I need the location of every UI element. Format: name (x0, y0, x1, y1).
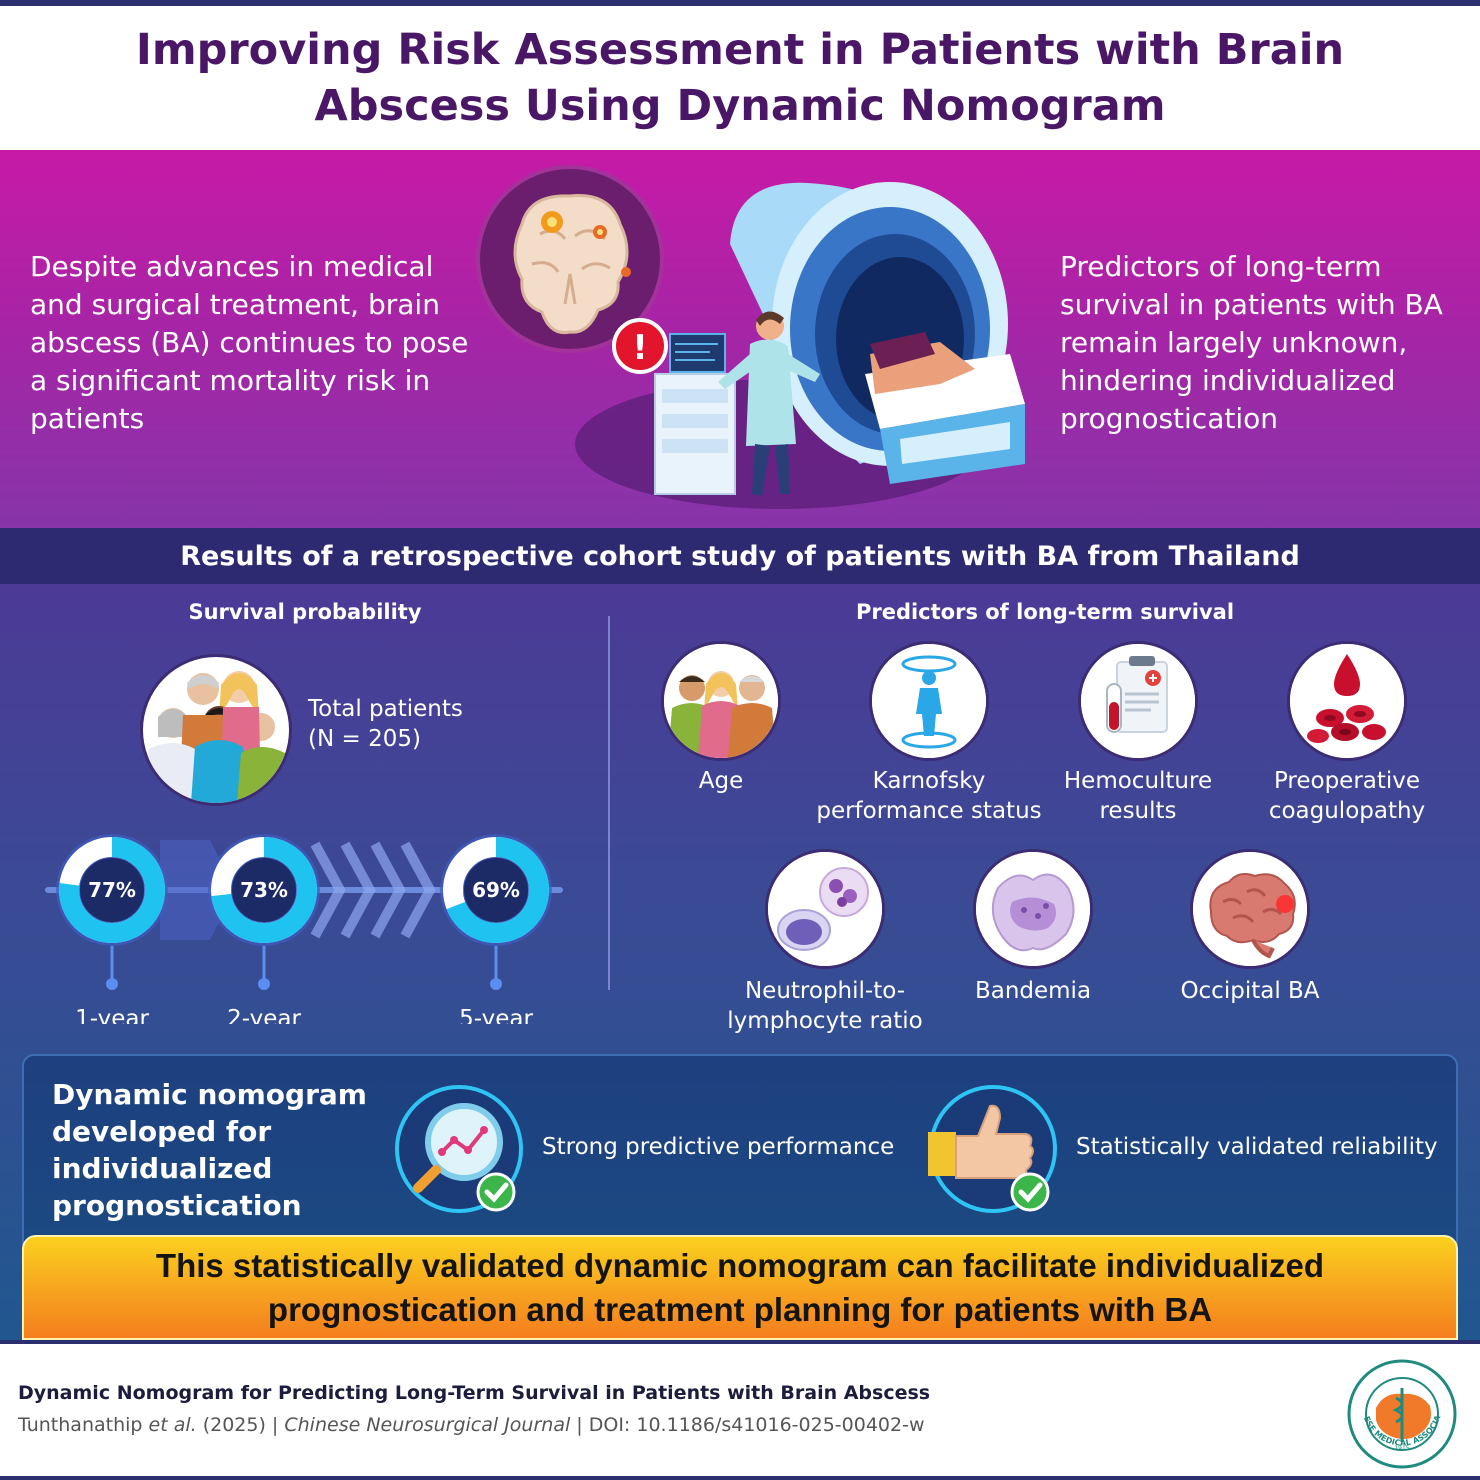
chinese-medical-association-seal: CHINESE MEDICAL ASSOCIATION 1915 (1346, 1358, 1457, 1469)
blood-drop-icon (1287, 641, 1407, 761)
reference-year: (2025) | (202, 1414, 279, 1436)
control-console (654, 333, 736, 495)
reference-et-al: et al. (148, 1414, 197, 1436)
predictor-label-coagulopathy: Preoperative coagulopathy (1222, 766, 1472, 826)
title-band: Improving Risk Assessment in Patients wi… (0, 6, 1480, 150)
nomogram-panel: Dynamic nomogram developed for individua… (22, 1054, 1458, 1254)
patients-group-icon (140, 654, 292, 806)
predictor-label-line: coagulopathy (1268, 798, 1426, 824)
predictor-label-line: Preoperative (1273, 768, 1421, 794)
nomogram-title: Dynamic nomogram developed for individua… (52, 1078, 367, 1222)
brain-scan-icon (476, 165, 664, 353)
predictor-label-line: Neutrophil-to- (744, 978, 906, 1004)
svg-text:1915: 1915 (1394, 1445, 1409, 1452)
brain-icon (1190, 849, 1310, 969)
svg-text:!: ! (632, 328, 648, 368)
reference-citation: Tunthanathip et al. (2025) | Chinese Neu… (18, 1414, 925, 1436)
ring-percent-label: 69% (472, 878, 520, 902)
results-band: Results of a retrospective cohort study … (0, 528, 1480, 584)
ring-center (232, 858, 296, 922)
predictor-label-line: results (1099, 798, 1177, 824)
blood-cells-icon (765, 849, 885, 969)
footer-rule (0, 1340, 1480, 1344)
thumbs-up-icon (928, 1085, 1057, 1213)
predictor-label-line: performance status (816, 798, 1042, 824)
ring-center (80, 858, 144, 922)
predictor-label-karnofsky: Karnofsky performance status (804, 766, 1054, 826)
survival-heading: Survival probability (188, 600, 422, 624)
conclusion-text: This statistically validated dynamic nom… (155, 1246, 1325, 1328)
results-band-title: Results of a retrospective cohort study … (180, 540, 1300, 572)
reference-doi: | DOI: 10.1186/s41016-025-00402-w (576, 1414, 925, 1436)
predictor-label-line: lymphocyte ratio (727, 1008, 923, 1034)
ring-dot (106, 978, 118, 990)
ring-year-label: 5-year (459, 1006, 533, 1024)
predictors-heading: Predictors of long-term survival (855, 600, 1235, 624)
hero-right-text: Predictors of long-term survival in pati… (1060, 250, 1443, 435)
mri-illustration: ! (476, 165, 1025, 509)
age-icon (661, 641, 781, 761)
conclusion-banner: This statistically validated dynamic nom… (22, 1235, 1458, 1340)
predictor-label-hemoculture: Hemoculture results (1013, 766, 1263, 826)
nomogram-item-reliability: Statistically validated reliability (1076, 1134, 1438, 1160)
ring-fill (59, 837, 165, 943)
reference-title: Dynamic Nomogram for Predicting Long-Ter… (18, 1382, 931, 1404)
total-patients-label: Total patients (308, 696, 463, 722)
ring-year-label: 1-year (75, 1006, 149, 1024)
ring-center (464, 858, 528, 922)
ring-year-label: 2-year (227, 1006, 301, 1024)
predictor-label-line: Occipital BA (1180, 978, 1320, 1004)
predictor-label-line: Karnofsky (872, 768, 986, 794)
total-patients: Total patients (N = 205) (308, 694, 463, 754)
predictor-label-occipital: Occipital BA (1125, 976, 1375, 1006)
footer: Dynamic Nomogram for Predicting Long-Ter… (0, 1344, 1480, 1476)
band-cell-icon (973, 849, 1093, 969)
page-title: Improving Risk Assessment in Patients wi… (135, 25, 1345, 131)
hero-section: Despite advances in medical and surgical… (0, 150, 1480, 528)
results-section: Survival probability Predictors of long-… (0, 584, 1480, 1340)
nomogram-item-performance: Strong predictive performance (542, 1134, 895, 1160)
hero-left-text: Despite advances in medical and surgical… (30, 250, 469, 435)
doctor-figure (718, 311, 820, 496)
predictor-label-nlr: Neutrophil-to- lymphocyte ratio (700, 976, 950, 1036)
ring-fill (443, 837, 549, 943)
reference-authors: Tunthanathip (18, 1414, 143, 1436)
ring-dot (490, 978, 502, 990)
total-patients-count: (N = 205) (308, 726, 421, 752)
predictor-label-age: Age (596, 766, 846, 796)
survival-ring-2-year: 73% 2-year (208, 834, 320, 1024)
survival-timeline: 77% 1-year 73% 2-year 69% 5-year (45, 834, 563, 1024)
predictor-label-line: Hemoculture (1063, 768, 1213, 794)
blood-test-icon (1078, 641, 1198, 761)
alert-icon: ! (612, 318, 668, 374)
patient-table (865, 332, 1025, 484)
predictor-label-line: Age (698, 768, 744, 794)
predictor-label-bandemia: Bandemia (908, 976, 1158, 1006)
top-rule (0, 0, 1480, 6)
bottom-rule (0, 1476, 1480, 1480)
ring-fill (211, 837, 317, 943)
section-divider (608, 616, 610, 990)
predictor-label-line: Bandemia (974, 978, 1092, 1004)
magnifier-chart-icon (395, 1085, 523, 1213)
reference-journal: Chinese Neurosurgical Journal (284, 1414, 571, 1436)
ring-percent-label: 73% (240, 878, 288, 902)
survival-ring-5-year: 69% 5-year (440, 834, 552, 1024)
survival-ring-1-year: 77% 1-year (56, 834, 168, 1024)
ring-dot (258, 978, 270, 990)
ring-percent-label: 77% (88, 878, 136, 902)
body-scan-icon (869, 641, 989, 761)
